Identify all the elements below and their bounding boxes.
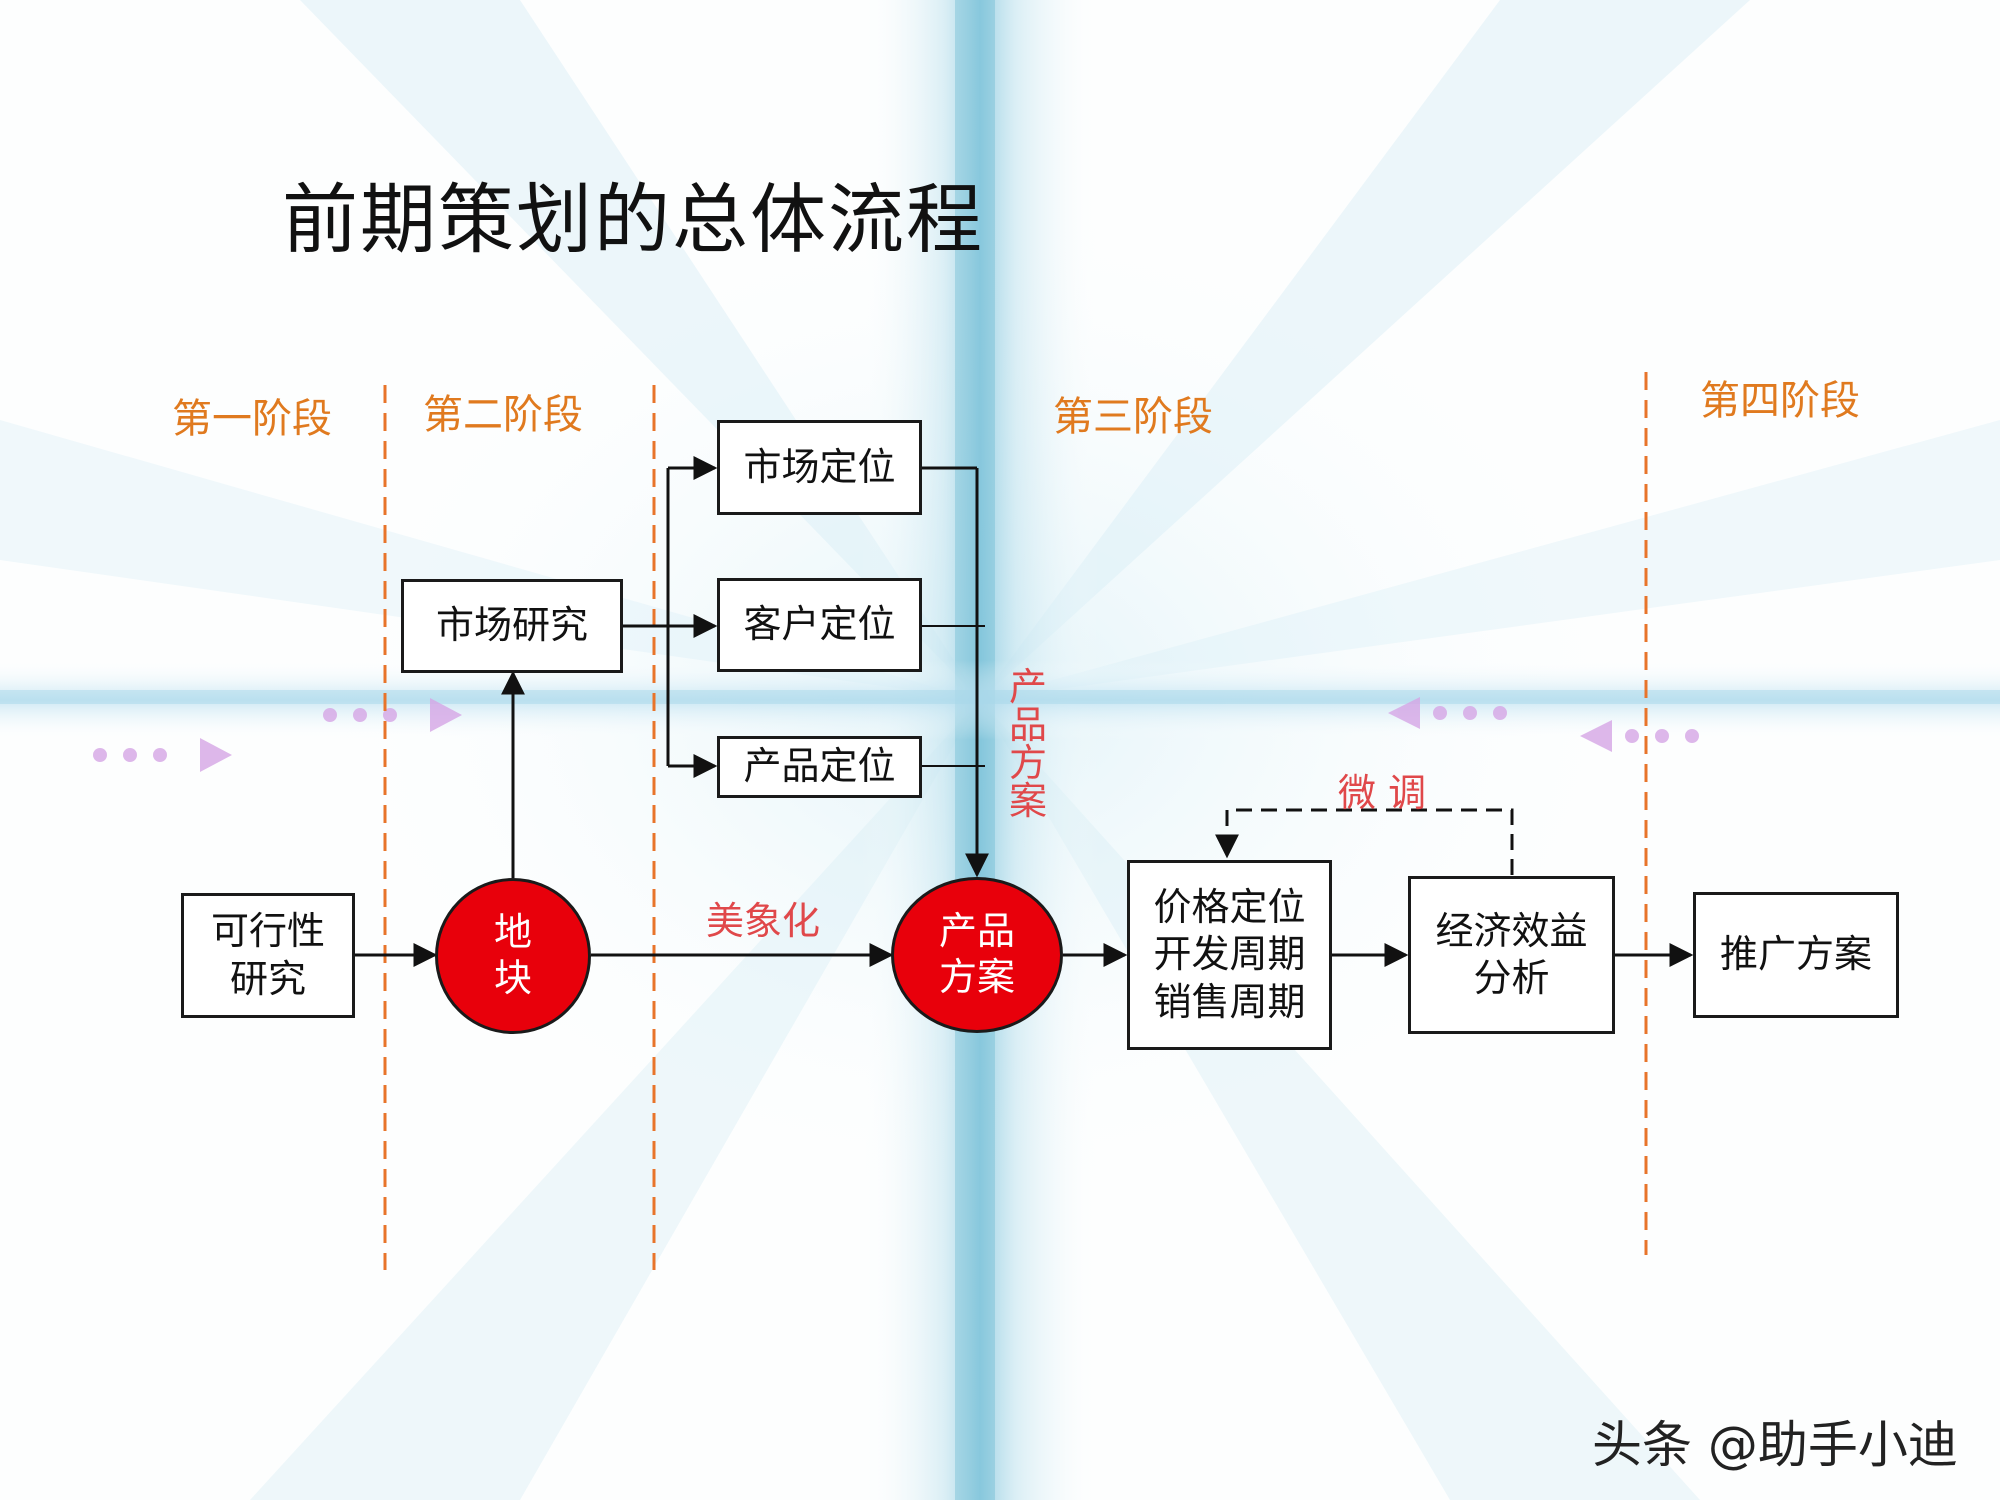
watermark: 头条 @助手小迪 — [1592, 1416, 1958, 1474]
node-pricing-cycles: 价格定位 开发周期 销售周期 — [1127, 860, 1332, 1050]
node-market-positioning: 市场定位 — [717, 420, 922, 515]
decorative-dotted-arrow-right-2 — [93, 738, 232, 772]
node-feasibility-study: 可行性 研究 — [181, 893, 355, 1018]
decorative-dotted-arrow-left-2 — [1580, 720, 1699, 752]
page-title: 前期策划的总体流程 — [282, 175, 984, 264]
decorative-dotted-arrow-right-1 — [323, 698, 462, 732]
label-fine-tune: 微 调 — [1338, 771, 1427, 815]
stage-label-2: 第二阶段 — [423, 392, 583, 438]
node-land: 地 块 — [435, 878, 591, 1034]
node-customer-positioning: 客户定位 — [717, 578, 922, 672]
arrow-fine-tune-feedback — [1215, 808, 1514, 875]
label-visualize: 美象化 — [706, 899, 821, 943]
stage-label-1: 第一阶段 — [172, 396, 332, 442]
label-product-plan-vertical: 产品方案 — [1008, 665, 1047, 823]
node-product-plan: 产品 方案 — [891, 877, 1063, 1033]
stage-label-3: 第三阶段 — [1053, 394, 1213, 440]
decorative-dotted-arrow-left-1 — [1388, 697, 1507, 729]
node-market-research: 市场研究 — [401, 579, 623, 673]
node-economic-analysis: 经济效益 分析 — [1408, 876, 1615, 1034]
stage-label-4: 第四阶段 — [1700, 378, 1860, 424]
node-promotion-plan: 推广方案 — [1693, 892, 1899, 1018]
node-product-positioning: 产品定位 — [717, 736, 922, 798]
